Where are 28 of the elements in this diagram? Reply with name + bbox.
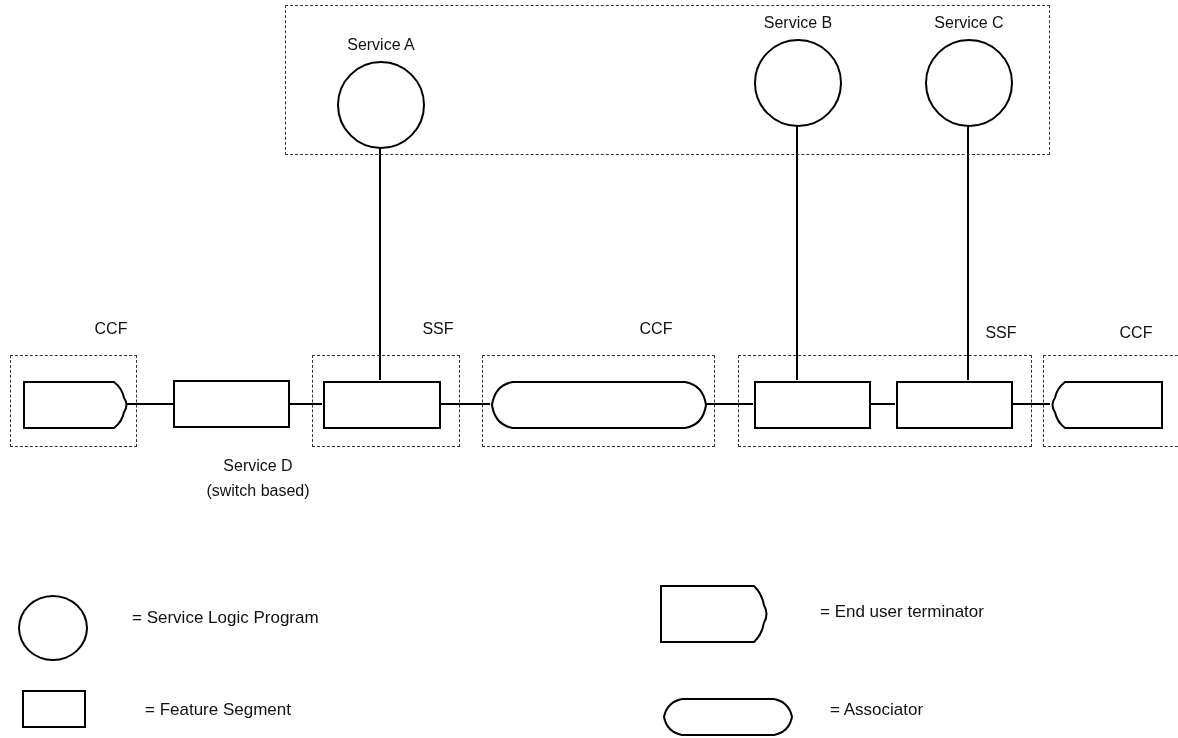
feature-segment-box [896, 381, 1013, 429]
function-label: CCF [639, 320, 673, 338]
service-name: Service B [763, 14, 833, 32]
function-label: CCF [94, 320, 128, 338]
service-name: Service A [347, 36, 415, 54]
legend-text: = Service Logic Program [132, 608, 319, 628]
feature-segment-box [173, 380, 290, 428]
connector-line [379, 147, 381, 381]
connector-line [289, 403, 323, 405]
annotation-text: Service D [223, 457, 293, 475]
feature-segment-box [754, 381, 871, 429]
legend-text: = End user terminator [820, 602, 984, 622]
dashed-group-frame [285, 5, 1050, 155]
connector-line [705, 403, 754, 405]
annotation-text: (switch based) [206, 482, 310, 500]
connector-line [796, 125, 798, 381]
connector-line [126, 403, 174, 405]
legend-text: = Associator [830, 700, 924, 720]
end-user-terminator-shape [23, 381, 128, 429]
service-name: Service C [934, 14, 1004, 32]
function-label: CCF [1119, 324, 1153, 342]
function-label: SSF [985, 324, 1017, 342]
legend-text: = Feature Segment [145, 700, 291, 720]
associator-shape [491, 381, 707, 429]
feature-segment-box [323, 381, 441, 429]
function-label: SSF [422, 320, 454, 338]
end-user-terminator-shape [1051, 381, 1163, 429]
connector-line [967, 125, 969, 381]
